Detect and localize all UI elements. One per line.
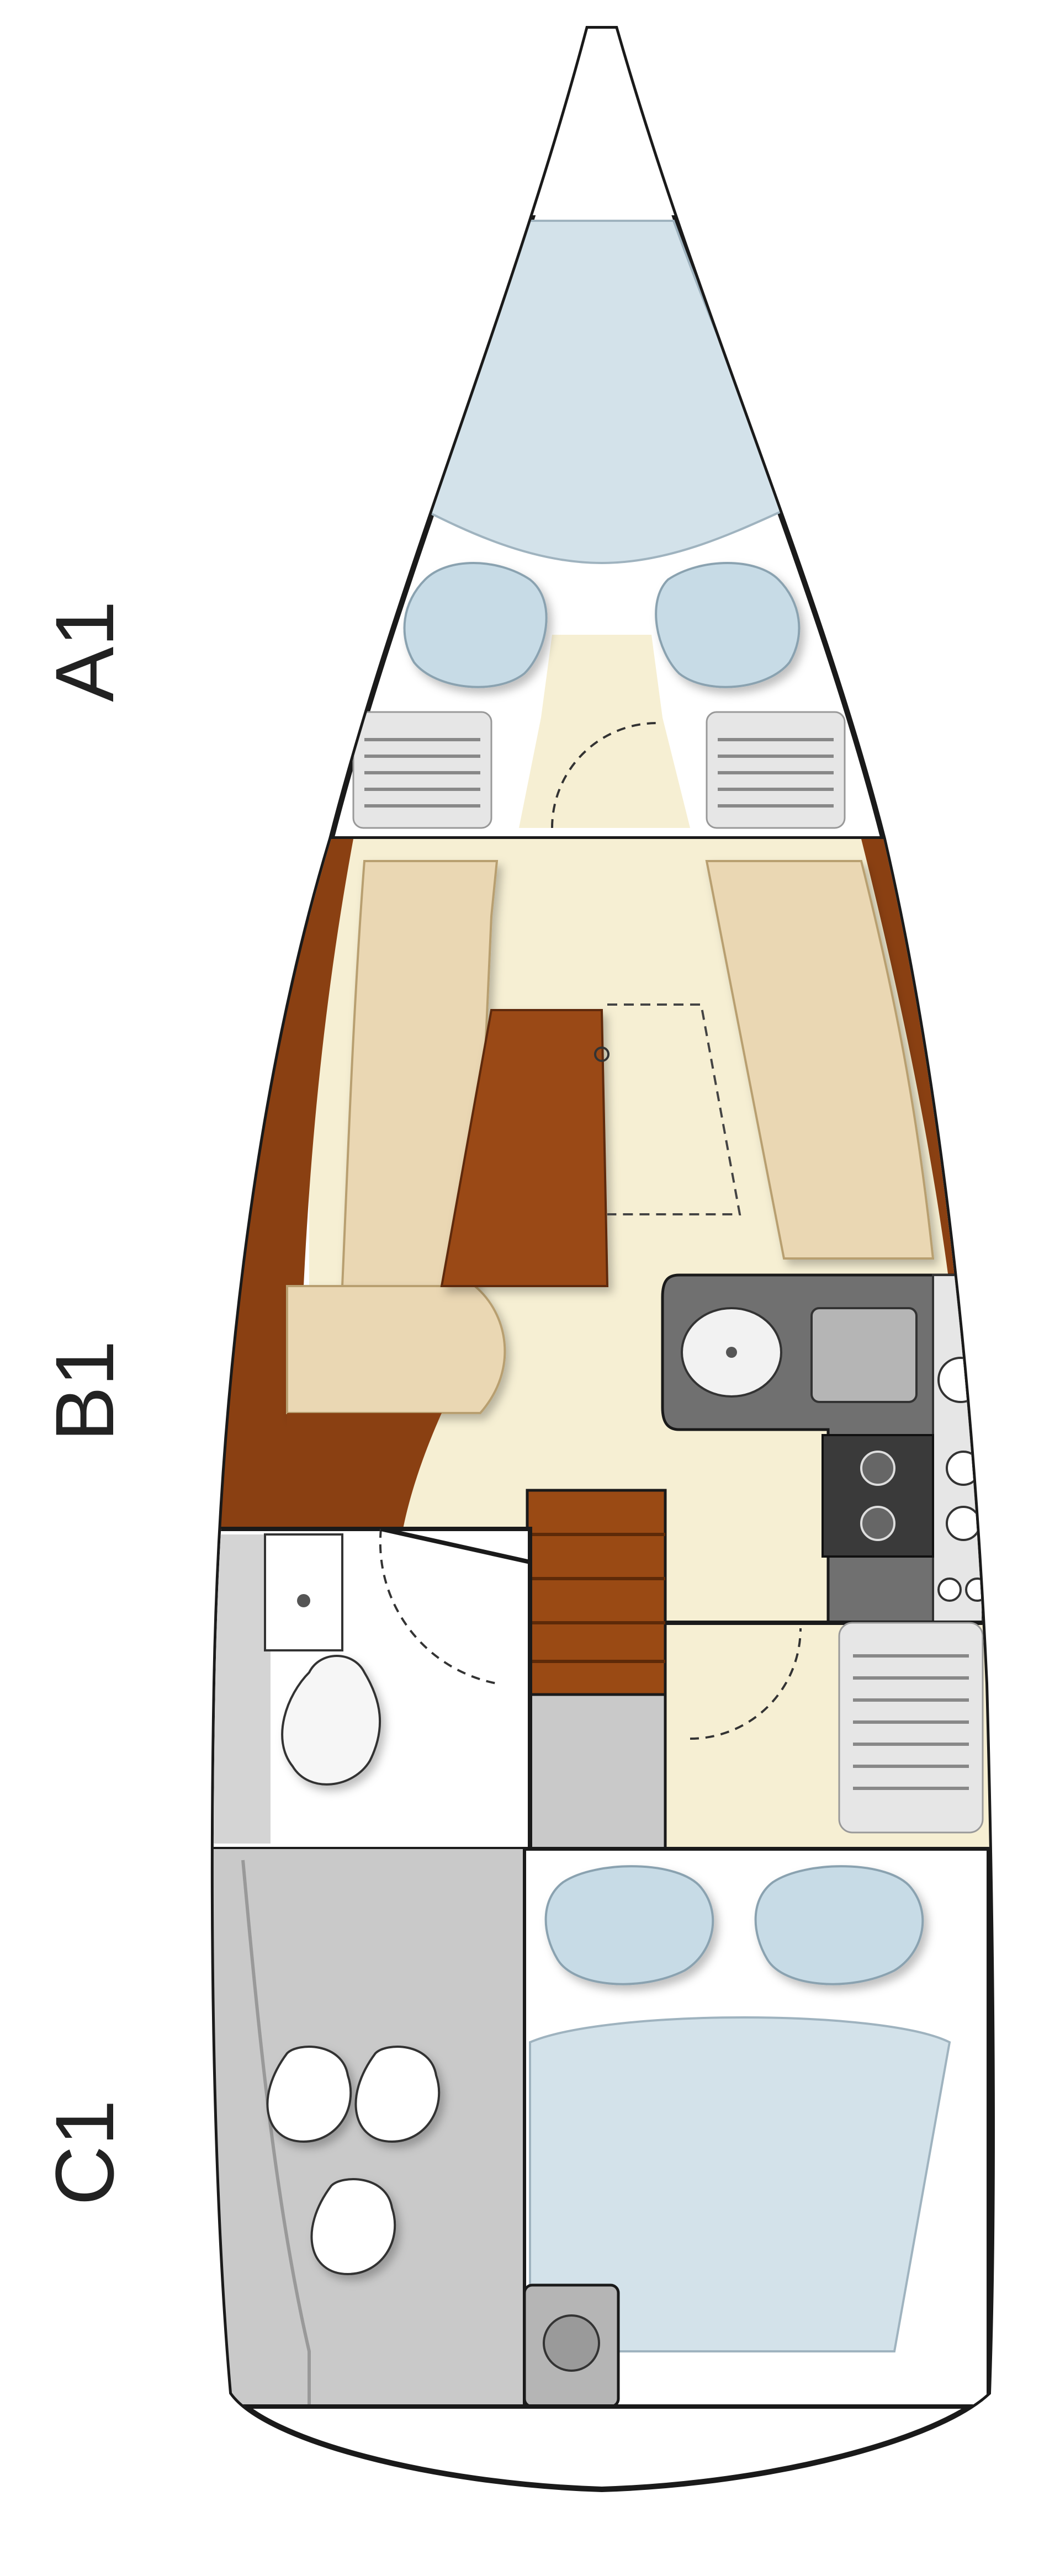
fridge-knob xyxy=(937,1357,984,1403)
forward-cabin-floor xyxy=(519,635,690,828)
stove-knob-2 xyxy=(946,1506,981,1541)
head-vanity xyxy=(213,1534,271,1844)
a1-shelf-right xyxy=(706,711,846,829)
stove-knob-4 xyxy=(965,1578,989,1602)
aft-berth-mattress xyxy=(529,2016,951,2352)
engine-box xyxy=(526,1693,667,1851)
aft-shelf xyxy=(838,1622,984,1834)
door-swing-icon xyxy=(551,722,658,828)
settee-starboard xyxy=(705,860,935,1260)
shelf-icon xyxy=(364,738,834,808)
stove-burner-2 xyxy=(860,1506,895,1541)
galley-fridge xyxy=(932,1274,984,1624)
cockpit-locker xyxy=(213,1849,524,2407)
aft-shelf-lines xyxy=(853,1654,969,1790)
wood-curve-port xyxy=(287,1413,442,1529)
forepeak xyxy=(519,29,685,215)
a1-shelf-left xyxy=(352,711,492,829)
saloon-table xyxy=(440,1009,609,1287)
aft-pillow-right xyxy=(754,1865,924,1985)
head-basin-drain xyxy=(297,1594,310,1607)
zone-label-a1: A1 xyxy=(38,601,131,702)
forward-berth-mattress xyxy=(418,220,791,565)
hull-side-wood-left xyxy=(215,839,353,1529)
head-door xyxy=(380,1527,531,1564)
sink-drain xyxy=(726,1347,737,1358)
stove-burner-1 xyxy=(860,1451,895,1486)
settee-port xyxy=(341,860,499,1287)
aft-pillow-left xyxy=(544,1865,714,1985)
table-leaf-outline xyxy=(607,1003,741,1215)
stove-knob-3 xyxy=(937,1578,962,1602)
forward-pillow-right xyxy=(655,562,801,688)
step-lines xyxy=(527,1533,665,1663)
table-post xyxy=(594,1047,610,1062)
settee-port-aft xyxy=(286,1285,506,1414)
companionway-steps xyxy=(526,1489,667,1696)
toilet-icon xyxy=(281,1655,381,1786)
zone-label-b1: B1 xyxy=(38,1340,131,1441)
head-basin xyxy=(264,1533,343,1651)
locker-curve xyxy=(241,1860,311,2407)
fender-icon xyxy=(266,2046,352,2143)
aft-cabin-hatch-porthole xyxy=(543,2314,600,2372)
fender-icon xyxy=(310,2178,396,2276)
forward-pillow-left xyxy=(403,562,548,688)
galley-cutting-board xyxy=(810,1307,918,1403)
fender-icon xyxy=(354,2046,441,2143)
zone-label-c1: C1 xyxy=(38,2100,131,2206)
